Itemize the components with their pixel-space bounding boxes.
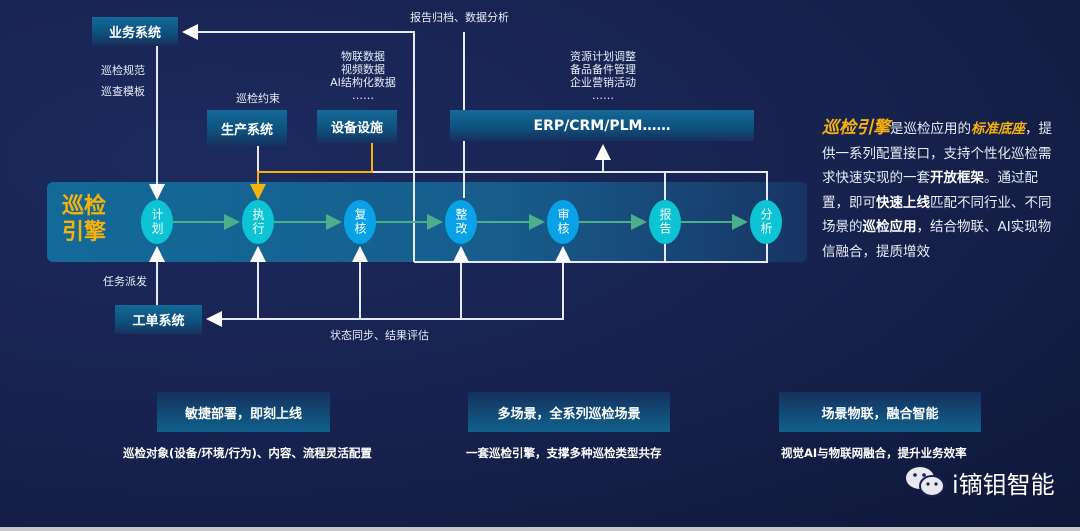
spec-label: 巡检规范	[101, 64, 145, 77]
desc-bold: 开放框架	[930, 170, 984, 186]
engine-title: 巡检引擎	[62, 194, 107, 245]
erp-item: 企业营销活动	[570, 76, 636, 89]
iot-data-item: 物联数据	[341, 50, 385, 63]
step-analyze: 分析	[750, 200, 782, 244]
wechat-icon	[906, 467, 945, 497]
erp-item: 备品备件管理	[570, 63, 636, 76]
template-label: 巡查模板	[101, 85, 145, 98]
step-review: 复核	[344, 200, 376, 244]
production-system-box: 生产系统	[207, 110, 287, 146]
report-archive-label: 报告归档、数据分析	[410, 11, 509, 24]
engine-description: 巡检引擎是巡检应用的标准底座，提供一系列配置接口，支持个性化巡检需求快速实现的一…	[822, 116, 1058, 264]
desc-highlight: 标准底座	[971, 121, 1025, 137]
iot-data-item: ……	[352, 89, 374, 102]
status-sync-label: 状态同步、结果评估	[330, 329, 429, 342]
equipment-box: 设备设施	[317, 110, 397, 143]
business-system-box: 业务系统	[92, 17, 178, 45]
desc-text: 是巡检应用的	[890, 121, 971, 137]
desc-highlight: 巡检引擎	[822, 118, 890, 138]
desc-text: 。通过配置，即可	[822, 170, 1038, 211]
workorder-system-box: 工单系统	[115, 305, 202, 334]
step-plan: 计划	[141, 200, 173, 244]
brand-name: i镝钼智能	[952, 470, 1055, 499]
feature-scenes-title: 多场景，全系列巡检场景	[468, 392, 670, 432]
constraint-label: 巡检约束	[236, 92, 280, 105]
feature-scenes-desc: 一套巡检引擎，支撑多种巡检类型共存	[466, 446, 662, 460]
iot-data-item: AI结构化数据	[330, 76, 396, 89]
erp-box: ERP/CRM/PLM……	[450, 110, 754, 141]
brand-watermark: i镝钼智能	[904, 464, 1055, 500]
step-report: 报告	[649, 200, 681, 244]
feature-iot-desc: 视觉AI与物联网融合，提升业务效率	[781, 446, 967, 460]
desc-bold: 巡检应用	[862, 219, 917, 235]
step-execute: 执行	[242, 200, 274, 244]
feature-iot-title: 场景物联，融合智能	[779, 392, 981, 432]
desc-text: ，结合物联、AI实现物信融合，提质增效	[822, 219, 1052, 260]
erp-item: 资源计划调整	[570, 50, 636, 63]
step-audit: 审核	[547, 200, 579, 244]
dispatch-label: 任务派发	[103, 275, 147, 288]
feature-agile-desc: 巡检对象(设备/环境/行为)、内容、流程灵活配置	[123, 446, 372, 460]
iot-data-item: 视频数据	[341, 63, 385, 76]
erp-item: ……	[592, 89, 614, 102]
feature-agile-title: 敏捷部署，即刻上线	[157, 392, 330, 432]
desc-bold: 快速上线	[876, 194, 930, 211]
iot-data-list: 物联数据 视频数据 AI结构化数据 ……	[330, 50, 396, 102]
step-rectify: 整改	[445, 200, 477, 244]
desc-text: 匹配不同行业、不同场景的	[822, 194, 1052, 236]
desc-text: ，提供一系列配置接口，支持个性化巡检需求快速实现的一套	[822, 121, 1052, 186]
erp-items-list: 资源计划调整 备品备件管理 企业营销活动 ……	[566, 50, 640, 102]
